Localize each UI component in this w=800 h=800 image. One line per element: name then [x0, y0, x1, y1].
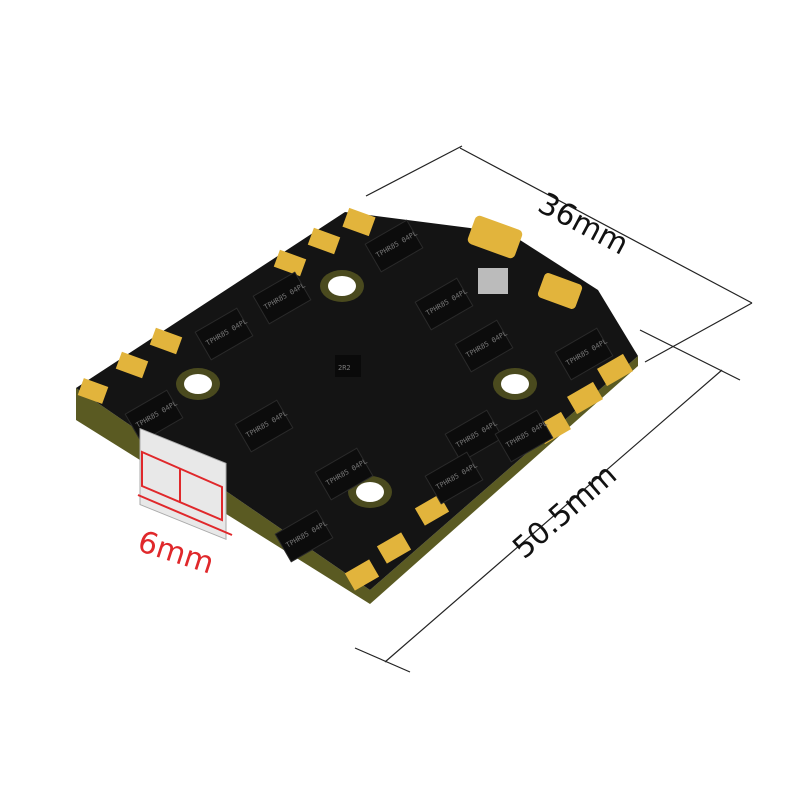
- dimension-lines: [354, 145, 753, 673]
- mosfet-chip: [274, 509, 334, 563]
- width-dimension-line: [459, 147, 753, 304]
- mosfet-chip: [444, 409, 504, 463]
- mosfet-chip: [194, 307, 254, 361]
- mosfet-chip: [414, 277, 474, 331]
- length-dimension-line: [384, 369, 723, 663]
- shunt-component: [478, 268, 508, 294]
- extension-line: [354, 647, 411, 673]
- mosfet-chip: [252, 271, 312, 325]
- extension-line: [639, 329, 741, 381]
- mosfet-chip: [314, 447, 374, 501]
- length-dimension-label: 50.5mm: [506, 457, 623, 566]
- mosfet-chip: [554, 327, 614, 381]
- extension-line: [644, 302, 753, 363]
- width-dimension-label: 36mm: [532, 186, 634, 262]
- connector-highlight: [137, 450, 233, 536]
- extension-line: [365, 145, 463, 197]
- mosfet-chip: [454, 319, 514, 373]
- mosfet-chip: [234, 399, 294, 453]
- mosfet-chip: [364, 219, 424, 273]
- mosfet-chip: [494, 409, 554, 463]
- inductor-label: 2R2: [338, 364, 351, 372]
- mosfet-chip: [424, 451, 484, 505]
- connector-dimension-label: 6mm: [134, 524, 219, 581]
- inductor: [335, 355, 361, 377]
- solder-pads: [77, 207, 633, 591]
- pcb: [76, 212, 638, 590]
